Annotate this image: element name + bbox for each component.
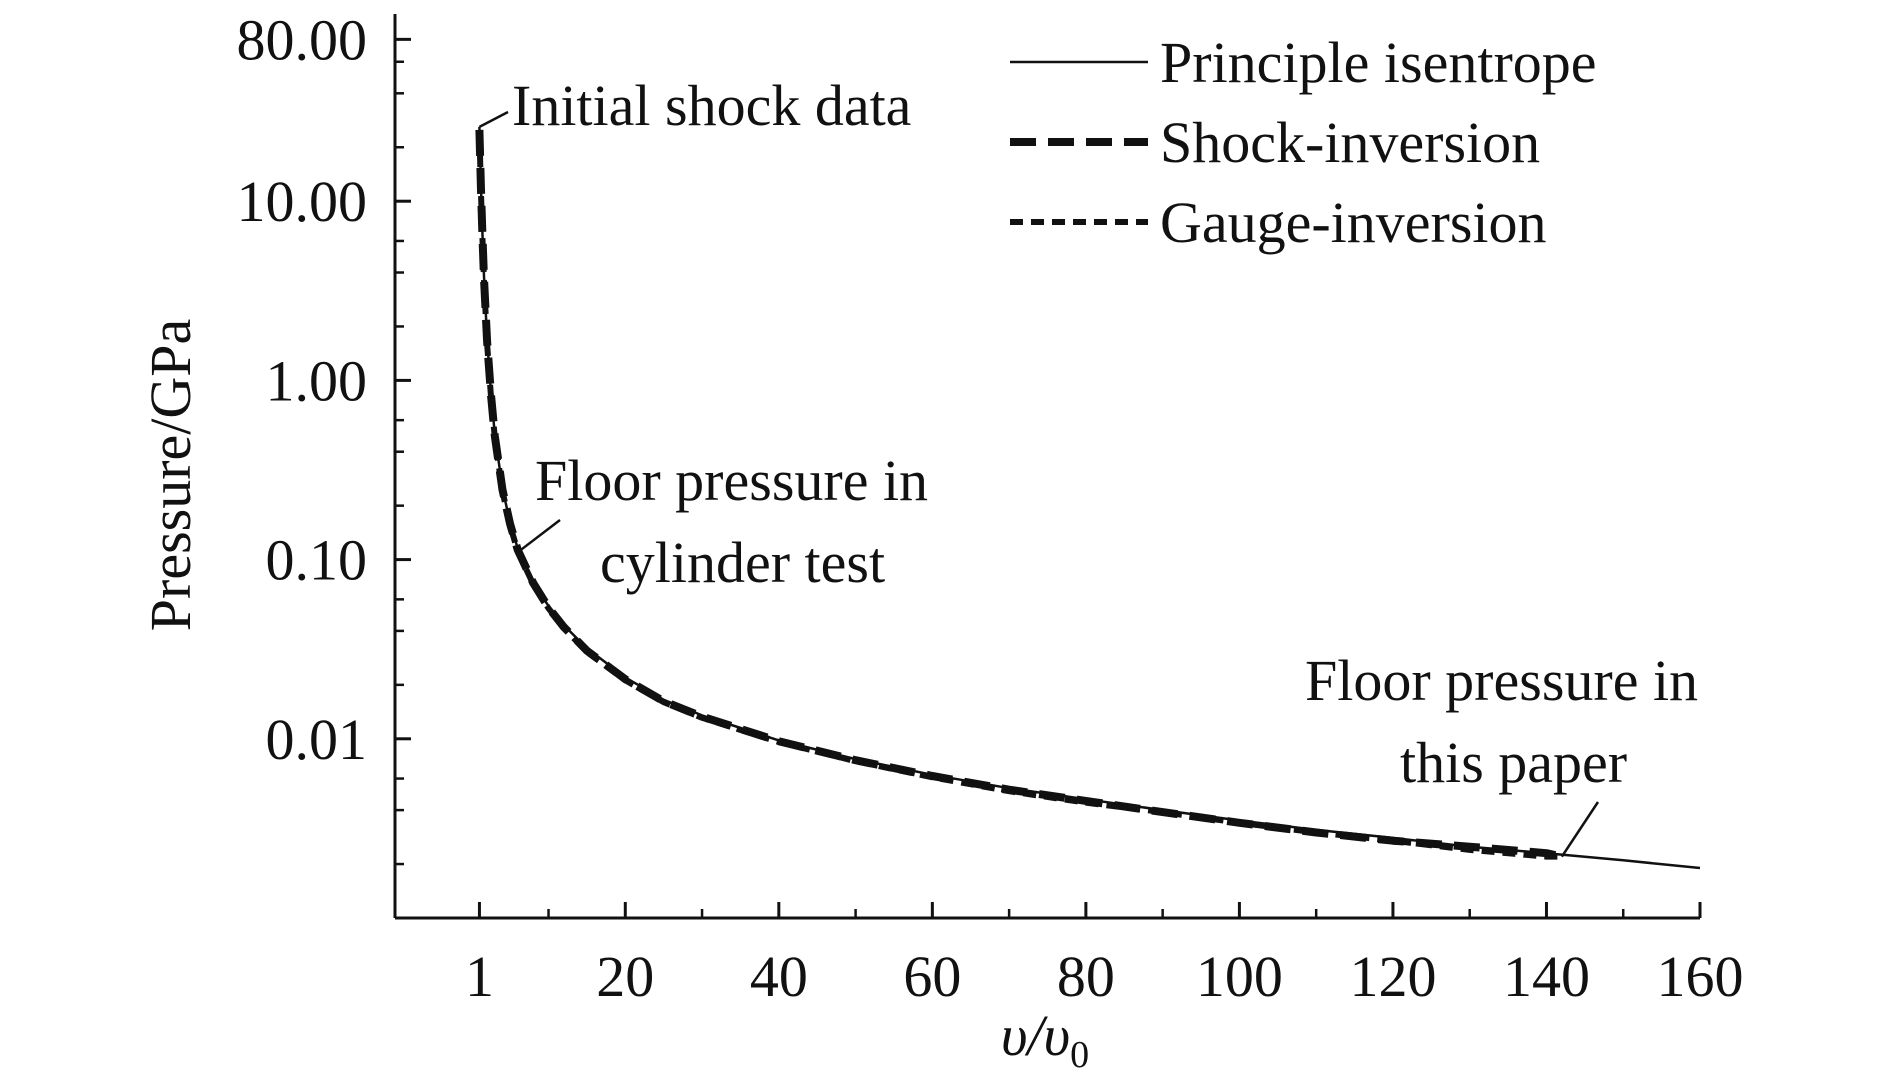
y-tick-label: 80.00 <box>237 7 368 72</box>
y-tick-label: 1.00 <box>266 348 368 413</box>
annotation-leader <box>478 110 509 128</box>
legend-label: Gauge-inversion <box>1160 190 1547 255</box>
x-tick-label: 60 <box>903 944 961 1009</box>
annotation-text: this paper <box>1400 730 1627 795</box>
x-tick-label: 140 <box>1503 944 1590 1009</box>
y-tick-label: 10.00 <box>237 169 368 234</box>
x-tick-label: 1 <box>465 944 494 1009</box>
y-axis-label: Pressure/GPa <box>138 319 203 632</box>
legend: Principle isentropeShock-inversionGauge-… <box>1010 30 1597 255</box>
annotation-leader <box>1560 801 1600 858</box>
series-line-short-dash <box>476 133 1562 860</box>
annotation-leader <box>517 519 561 554</box>
x-tick-label: 20 <box>596 944 654 1009</box>
y-tick-label: 0.01 <box>266 707 368 772</box>
legend-label: Shock-inversion <box>1160 110 1540 175</box>
x-axis-label: υ/υ0 <box>1001 1003 1089 1076</box>
annotation-text: Floor pressure in <box>535 448 928 513</box>
x-tick-label: 100 <box>1196 944 1283 1009</box>
x-tick-label: 120 <box>1349 944 1436 1009</box>
x-axis-label-main: υ/υ <box>1001 1003 1070 1068</box>
x-axis-label-subscript: 0 <box>1070 1034 1089 1076</box>
annotation-text: Initial shock data <box>512 73 911 138</box>
series-group <box>475 126 1701 870</box>
x-tick-label: 40 <box>750 944 808 1009</box>
y-tick-label: 0.10 <box>266 528 368 593</box>
x-tick-label: 80 <box>1057 944 1115 1009</box>
x-tick-label: 160 <box>1657 944 1744 1009</box>
annotation-text: Floor pressure in <box>1305 648 1698 713</box>
legend-label: Principle isentrope <box>1160 30 1597 95</box>
annotation-text: cylinder test <box>600 530 885 595</box>
